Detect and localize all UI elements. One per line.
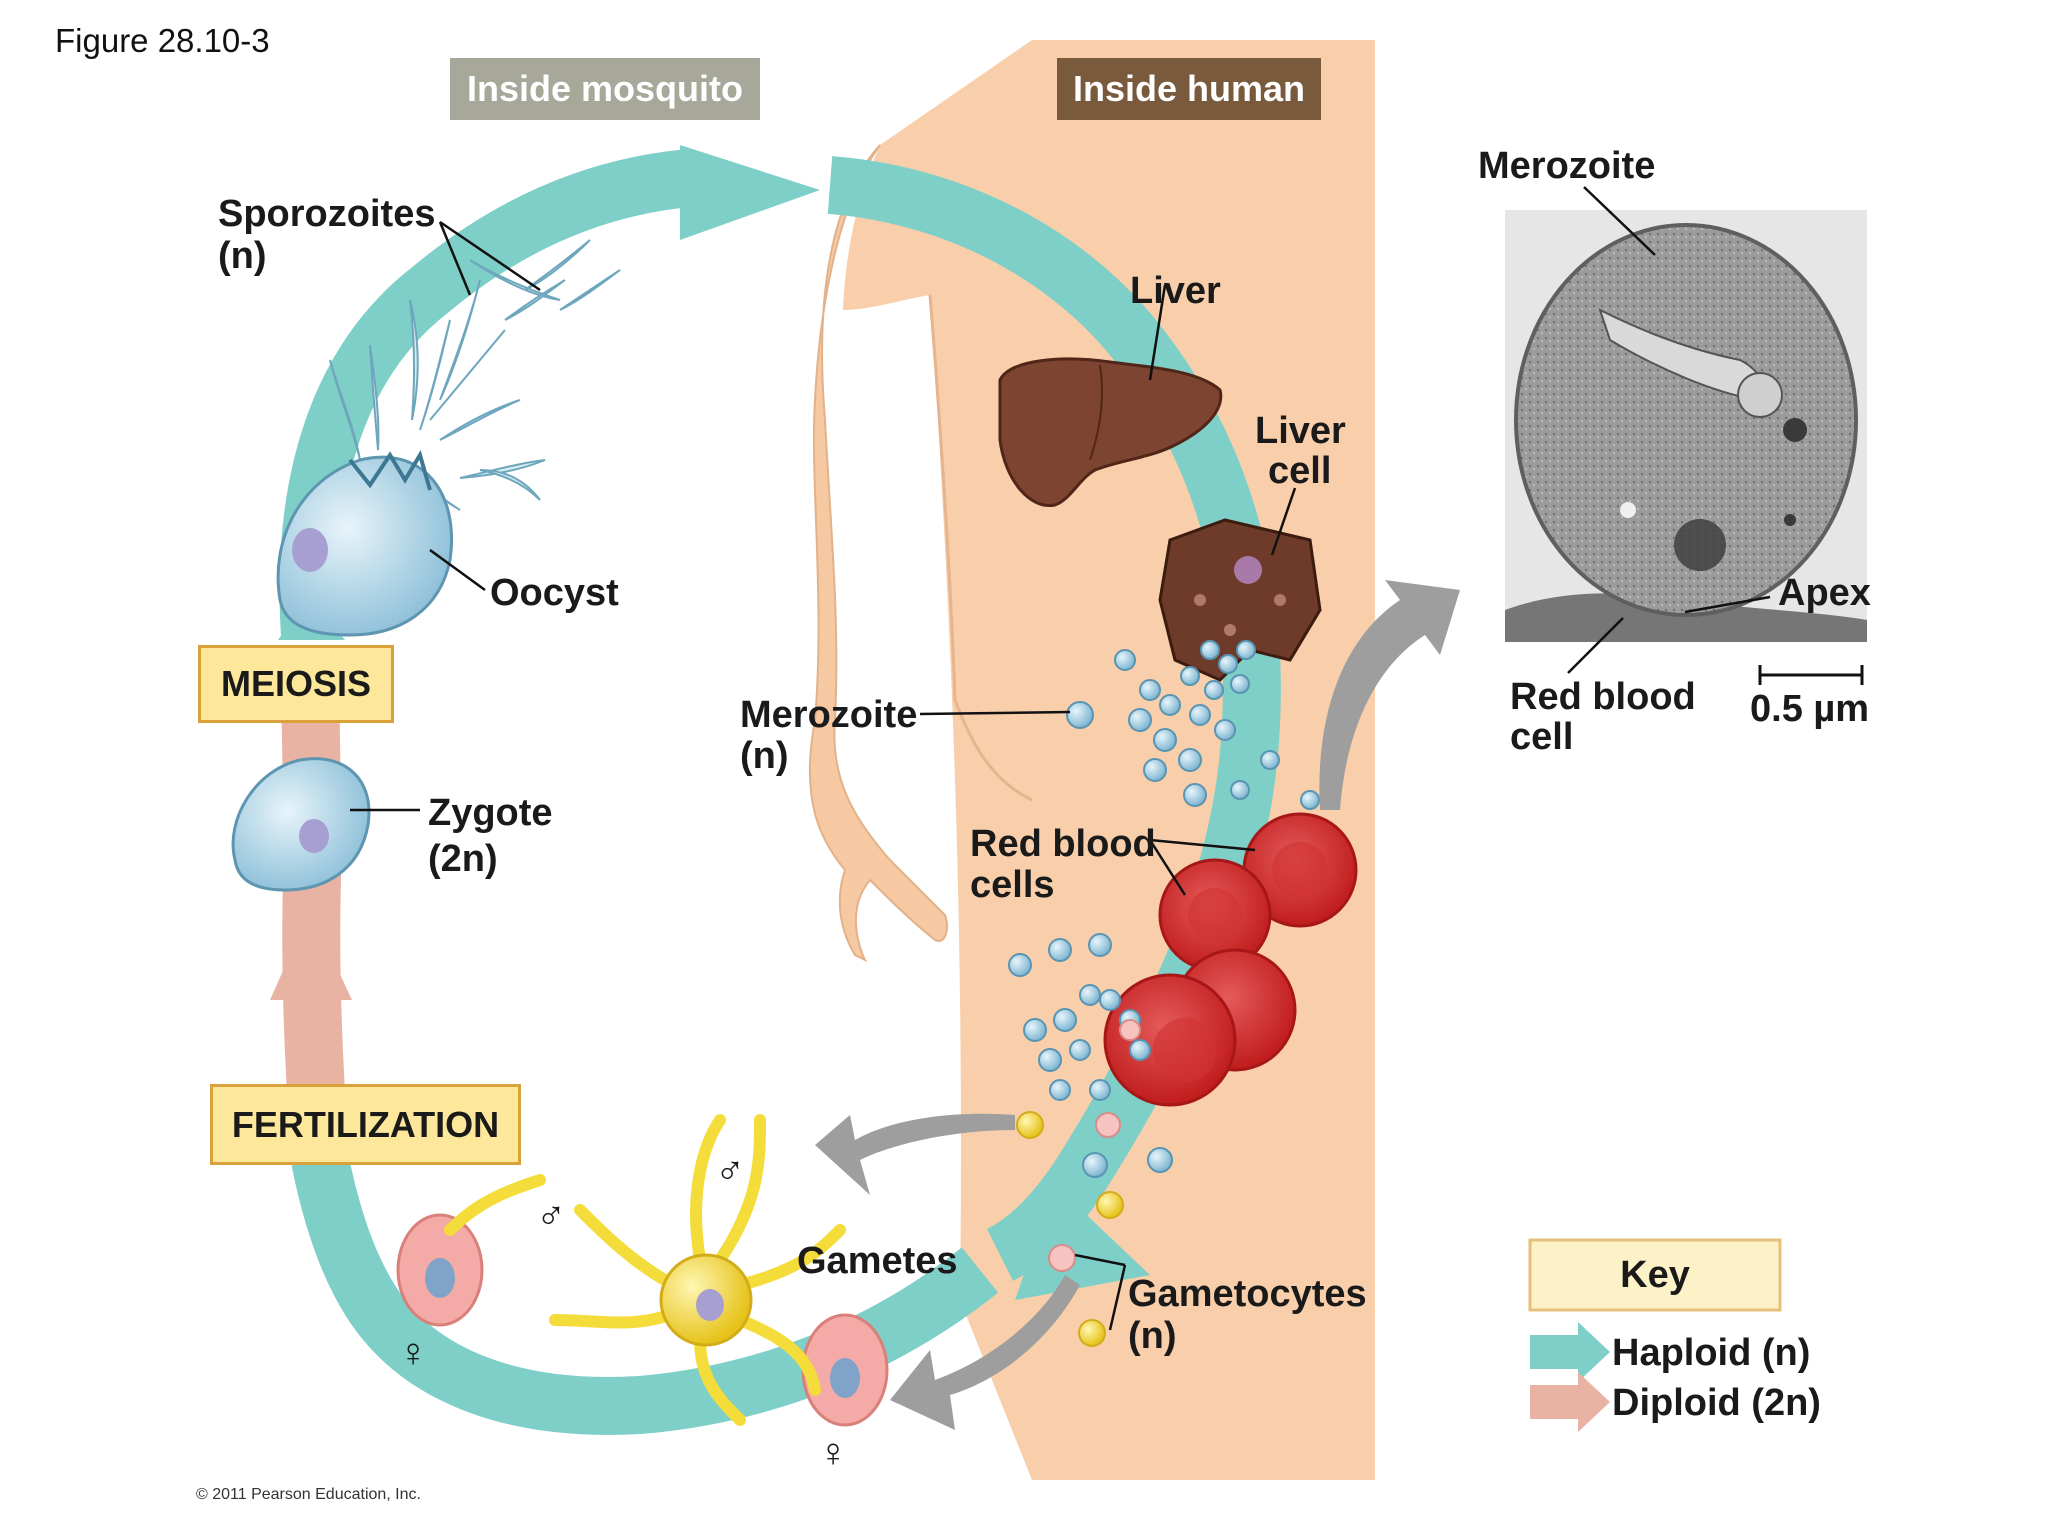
micrograph-merozoite-label: Merozoite	[1478, 145, 1656, 187]
meiosis-box: MEIOSIS	[198, 645, 394, 723]
merozoite-ploidy-label: (n)	[740, 735, 789, 777]
liver-cell-label-line1: Liver	[1255, 410, 1346, 452]
sporozoites	[329, 239, 621, 511]
zygote-ploidy-label: (2n)	[428, 838, 498, 880]
diploid-arrowhead	[270, 910, 352, 1000]
gametes-label: Gametes	[797, 1240, 958, 1282]
copyright-notice: © 2011 Pearson Education, Inc.	[196, 1486, 421, 1503]
diploid-key-swatch	[1530, 1372, 1610, 1432]
scale-bar-label: 0.5 µm	[1750, 688, 1870, 730]
micrograph-apex-label: Apex	[1778, 572, 1871, 614]
female-gamete-cells	[396, 1213, 889, 1427]
zygote-label: Zygote	[428, 792, 553, 834]
liver-label: Liver	[1130, 270, 1221, 312]
liver-cell-label-line2: cell	[1268, 450, 1332, 492]
key-title: Key	[1620, 1254, 1690, 1296]
inside-mosquito-header: Inside mosquito	[450, 58, 760, 120]
merozoites	[1066, 640, 1320, 810]
inside-human-header: Inside human	[1057, 58, 1321, 120]
gametocytes-label: Gametocytes	[1128, 1273, 1367, 1315]
male-gamete-cell	[444, 1114, 846, 1426]
haploid-key-swatch	[1530, 1322, 1610, 1382]
rbc-merozoites	[1008, 933, 1173, 1178]
leader-lines	[350, 186, 1771, 1331]
diploid-arrow	[281, 659, 349, 1153]
sporozoites-ploidy-label: (n)	[218, 235, 267, 277]
scale-bar	[1758, 665, 1864, 685]
oocyst	[276, 450, 453, 637]
key-haploid-label: Haploid (n)	[1612, 1332, 1811, 1374]
female-symbol-1: ♀	[398, 1331, 428, 1375]
grey-arrows	[815, 580, 1460, 1430]
gametocytes-ploidy-label: (n)	[1128, 1315, 1177, 1357]
micrograph-rbc-label-line1: Red blood	[1510, 676, 1696, 718]
micrograph-rbc-label-line2: cell	[1510, 716, 1574, 758]
liver-cell	[1158, 518, 1322, 682]
oocyst-label: Oocyst	[490, 572, 619, 614]
fertilization-box: FERTILIZATION	[210, 1084, 521, 1165]
merozoite-label: Merozoite	[740, 694, 918, 736]
rbc-label-line1: Red blood	[970, 823, 1156, 865]
rbc-label-line2: cells	[970, 864, 1055, 906]
haploid-arrowhead-gametocytes	[1015, 1185, 1150, 1300]
red-blood-cells	[1103, 812, 1358, 1107]
liver-organ	[998, 357, 1223, 508]
key-diploid-label: Diploid (2n)	[1612, 1382, 1821, 1424]
zygote-cell	[231, 757, 371, 892]
merozoite-micrograph	[1505, 210, 1867, 642]
sporozoites-label: Sporozoites	[218, 193, 436, 235]
haploid-arrowhead-top	[680, 145, 820, 240]
key-box	[1528, 1238, 1782, 1432]
male-symbol-1: ♂	[715, 1149, 745, 1193]
female-symbol-2: ♀	[818, 1431, 848, 1475]
gametocyte-cells	[1016, 1019, 1141, 1347]
male-symbol-2: ♂	[536, 1194, 566, 1238]
figure-label: Figure 28.10-3	[55, 22, 270, 59]
